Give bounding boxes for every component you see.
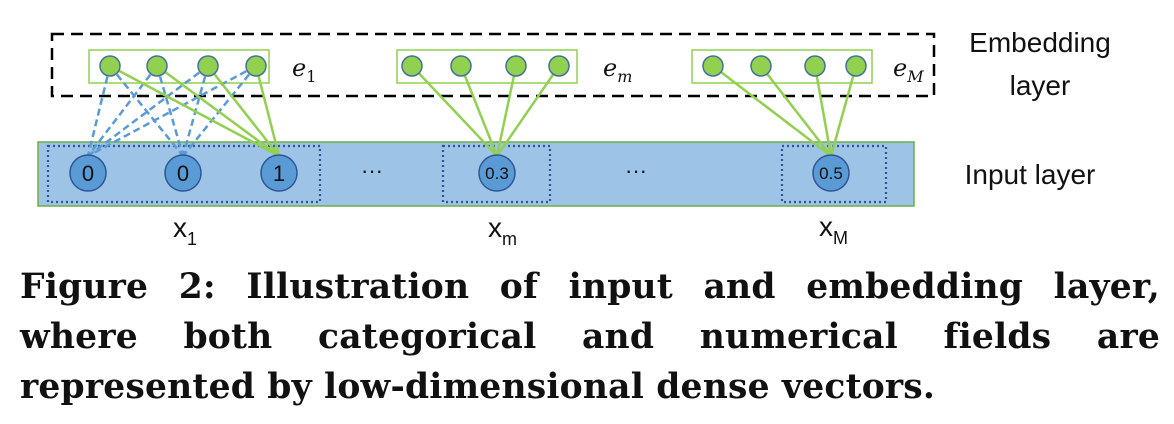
input-node: [812, 154, 850, 192]
embedding-nodes: [99, 55, 867, 77]
embedding-layer-frame: [50, 32, 936, 98]
embedding-node: [804, 55, 826, 77]
field-label-xM: xM: [819, 211, 848, 248]
input-node: [260, 154, 298, 192]
embedding-label-e1: e1: [292, 54, 316, 86]
embedding-label-eM: eM: [893, 54, 924, 86]
input-value: 0.5: [819, 164, 843, 183]
input-layer-label: Input layer: [965, 159, 1096, 190]
embedding-node: [702, 55, 724, 77]
embedding-label-em: em: [603, 54, 632, 86]
embedding-layer-label: Embedding: [969, 27, 1111, 58]
input-nodes: [69, 154, 850, 192]
embedding-node: [845, 55, 867, 77]
figure-caption: Figure 2: Illustration of input and embe…: [20, 267, 1160, 407]
embedding-node: [146, 55, 168, 77]
input-value: 0.3: [485, 164, 509, 183]
input-node: [478, 154, 516, 192]
input-value: 0: [82, 161, 94, 186]
embedding-node: [99, 55, 121, 77]
input-value: 1: [273, 161, 285, 186]
diagram: e1 em eM 0 0 1 0.3 0.5 ··· ··· Embedding…: [37, 27, 1111, 249]
embedding-node: [401, 55, 423, 77]
embedding-node: [450, 55, 472, 77]
input-value: 0: [177, 161, 189, 186]
embedding-node: [548, 55, 570, 77]
solid-connectors: [109, 64, 858, 158]
embedding-node: [197, 55, 219, 77]
field-box-xm: [441, 144, 552, 204]
input-node: [69, 154, 107, 192]
ellipsis: ···: [361, 158, 383, 183]
ellipsis: ···: [625, 158, 647, 183]
embedding-box-em: [396, 49, 578, 84]
field-label-xm: xm: [488, 212, 517, 249]
field-label-x1: x1: [173, 212, 197, 249]
input-node: [164, 154, 202, 192]
embedding-layer-label-line2: layer: [1010, 70, 1071, 101]
field-box-x1: [46, 144, 322, 204]
embedding-node: [505, 55, 527, 77]
embedding-node: [245, 55, 267, 77]
embedding-node: [750, 55, 772, 77]
